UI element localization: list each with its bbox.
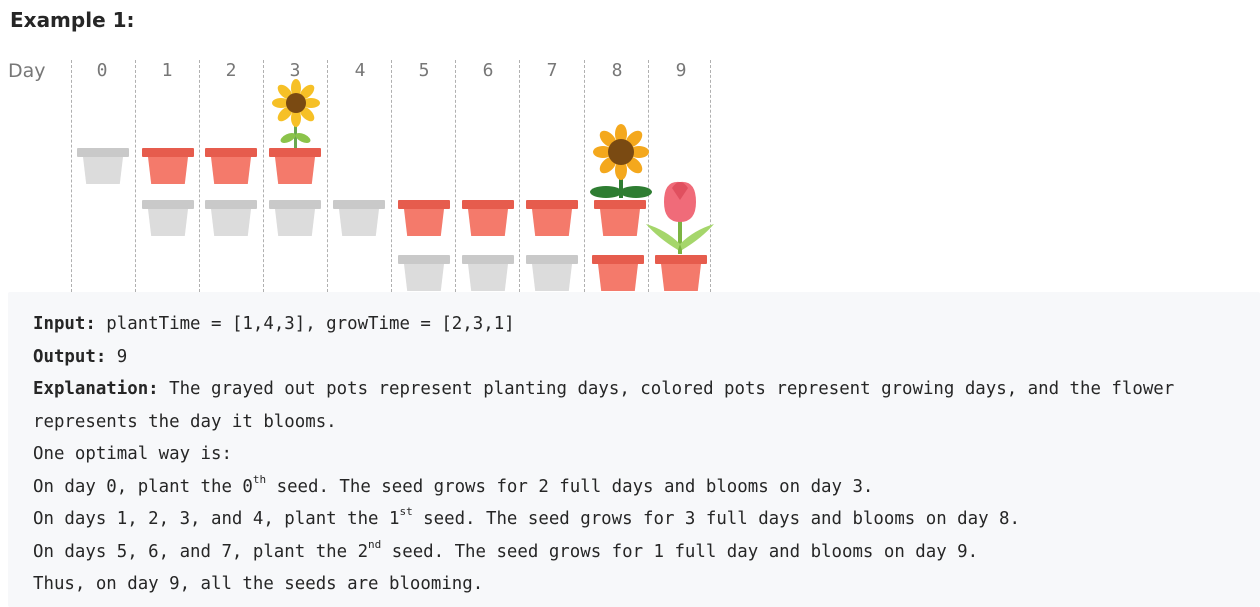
seed-2-line: On days 5, 6, and 7, plant the 2nd seed.… — [33, 538, 979, 562]
day-axis-label: Day — [8, 60, 46, 82]
planting-timeline-figure: Day 0 1 2 3 4 5 6 7 8 9 — [0, 52, 720, 292]
day-divider — [584, 60, 585, 292]
planting-pot — [142, 200, 194, 236]
day-number: 0 — [96, 60, 108, 81]
day-number: 5 — [418, 60, 430, 81]
seed-1-line: On days 1, 2, 3, and 4, plant the 1st se… — [33, 505, 1020, 529]
day-divider — [455, 60, 456, 292]
planting-pot — [333, 200, 385, 236]
growing-pot — [594, 200, 646, 236]
explanation-label: Explanation: — [33, 379, 159, 399]
output-label: Output: — [33, 347, 107, 367]
growing-pot — [526, 200, 578, 236]
day-number: 6 — [482, 60, 494, 81]
planting-pot — [462, 255, 514, 291]
growing-pot — [142, 148, 194, 184]
day-number: 3 — [289, 60, 301, 81]
explanation-continuation: represents the day it blooms. — [33, 412, 337, 432]
growing-pot — [398, 200, 450, 236]
growing-pot — [655, 255, 707, 291]
day-divider — [519, 60, 520, 292]
sunflower-large-icon — [590, 124, 652, 198]
planting-pot — [526, 255, 578, 291]
sunflower-small-icon — [272, 79, 320, 148]
input-line: Input: plantTime = [1,4,3], growTime = [… — [33, 314, 515, 334]
growing-pot — [592, 255, 644, 291]
day-number: 1 — [161, 60, 173, 81]
day-number: 9 — [675, 60, 687, 81]
day-divider — [710, 60, 711, 292]
day-divider — [263, 60, 264, 292]
input-value: plantTime = [1,4,3], growTime = [2,3,1] — [95, 314, 515, 334]
growing-pot — [462, 200, 514, 236]
example-title: Example 1: — [10, 8, 135, 32]
example-explanation-block: Input: plantTime = [1,4,3], growTime = [… — [8, 292, 1260, 607]
day-divider — [135, 60, 136, 292]
explanation-line: Explanation: The grayed out pots represe… — [33, 379, 1174, 399]
day-number: 4 — [354, 60, 366, 81]
day-number: 8 — [611, 60, 623, 81]
output-value: 9 — [106, 347, 128, 367]
day-divider — [71, 60, 72, 292]
planting-pot — [269, 200, 321, 236]
seed-0-line: On day 0, plant the 0th seed. The seed g… — [33, 473, 874, 497]
tulip-icon — [646, 181, 714, 254]
input-label: Input: — [33, 314, 96, 334]
day-divider — [199, 60, 200, 292]
optimal-way-line: One optimal way is: — [33, 444, 232, 464]
day-divider — [327, 60, 328, 292]
growing-pot — [205, 148, 257, 184]
output-line: Output: 9 — [33, 347, 127, 367]
planting-pot — [398, 255, 450, 291]
day-divider — [391, 60, 392, 292]
explanation-text: The grayed out pots represent planting d… — [158, 379, 1175, 399]
planting-pot — [77, 148, 129, 184]
day-divider — [648, 60, 649, 292]
conclusion-line: Thus, on day 9, all the seeds are bloomi… — [33, 574, 484, 594]
day-number: 7 — [546, 60, 558, 81]
day-number: 2 — [225, 60, 237, 81]
planting-pot — [205, 200, 257, 236]
growing-pot — [269, 148, 321, 184]
